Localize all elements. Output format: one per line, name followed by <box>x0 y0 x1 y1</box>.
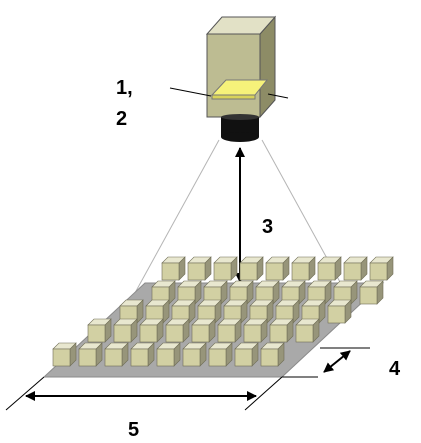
cube-front-face <box>213 262 232 281</box>
cube-front-face <box>165 324 184 343</box>
sample-cube <box>208 342 233 367</box>
label-field-depth: 4 <box>389 358 401 380</box>
label-working-distance: 3 <box>262 216 273 238</box>
cube-front-face <box>243 324 262 343</box>
sample-cube <box>52 342 77 367</box>
cube-front-face <box>78 348 97 367</box>
label-field-width: 5 <box>128 419 139 441</box>
cube-front-face <box>343 262 362 281</box>
cube-front-face <box>187 262 206 281</box>
sample-cube <box>191 318 216 343</box>
cube-front-face <box>104 348 123 367</box>
cube-front-face <box>234 348 253 367</box>
cube-front-face <box>139 324 158 343</box>
sample-cube <box>130 342 155 367</box>
sample-cube <box>317 256 342 281</box>
cube-front-face <box>269 324 288 343</box>
cube-front-face <box>369 262 388 281</box>
sample-cube <box>239 256 264 281</box>
lens-icon <box>221 114 259 142</box>
camera-front-face <box>206 33 261 118</box>
camera-axis-line-right <box>267 93 289 99</box>
cube-front-face <box>113 324 132 343</box>
cube-front-face <box>191 324 210 343</box>
cube-front-face <box>260 348 279 367</box>
label-camera-line1: 1, <box>116 77 133 99</box>
sample-cube <box>295 318 320 343</box>
sample-cube <box>234 342 259 367</box>
sample-cube <box>359 280 384 305</box>
sample-cube <box>291 256 316 281</box>
cube-front-face <box>130 348 149 367</box>
sample-cube <box>327 299 352 324</box>
cube-front-face <box>317 262 336 281</box>
sample-cube <box>182 342 207 367</box>
sample-cube <box>187 256 212 281</box>
cube-front-face <box>87 324 106 343</box>
sample-cube <box>260 342 285 367</box>
cube-front-face <box>52 348 71 367</box>
sample-cube <box>269 318 294 343</box>
cube-front-face <box>208 348 227 367</box>
camera-icon <box>169 15 289 119</box>
sample-cube <box>156 342 181 367</box>
cube-front-face <box>239 262 258 281</box>
sample-cube <box>165 318 190 343</box>
cube-front-face <box>265 262 284 281</box>
sample-cube <box>87 318 112 343</box>
camera-axis-line-left <box>169 87 212 97</box>
sample-cube <box>369 256 394 281</box>
cube-front-face <box>182 348 201 367</box>
sample-cube <box>213 256 238 281</box>
cube-front-face <box>156 348 175 367</box>
sample-cube <box>104 342 129 367</box>
label-camera-line2: 2 <box>116 108 127 130</box>
double-arrow-icon <box>323 350 351 373</box>
cube-front-face <box>161 262 180 281</box>
sample-cube <box>78 342 103 367</box>
sample-cube <box>161 256 186 281</box>
cube-front-face <box>327 305 346 324</box>
sample-cube <box>217 318 242 343</box>
sensor-edge <box>211 94 256 100</box>
field-width-dimension <box>5 376 283 411</box>
sample-cube <box>145 299 170 324</box>
field-depth-dimension <box>282 347 370 378</box>
sample-cube <box>343 256 368 281</box>
cube-front-face <box>359 286 378 305</box>
cube-front-face <box>295 324 314 343</box>
cube-array-icon <box>52 256 394 367</box>
sample-cube <box>243 318 268 343</box>
cube-front-face <box>291 262 310 281</box>
sample-cube <box>113 318 138 343</box>
cube-front-face <box>217 324 236 343</box>
sample-cube <box>265 256 290 281</box>
sample-cube <box>139 318 164 343</box>
